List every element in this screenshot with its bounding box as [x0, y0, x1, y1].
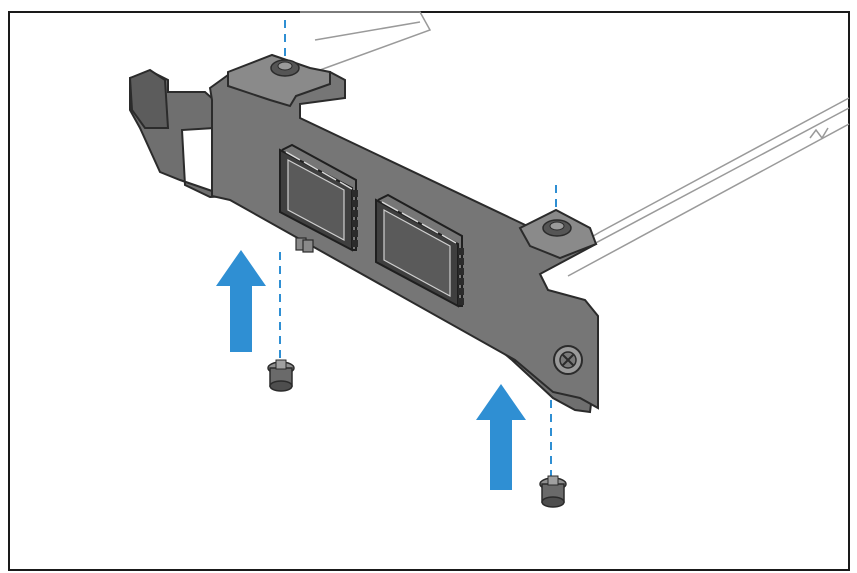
- ground-screw: [553, 345, 583, 375]
- circuit-board: [300, 11, 850, 277]
- sfp-port-2: [375, 193, 464, 308]
- screw-right: [539, 475, 567, 508]
- up-arrow-left: [216, 250, 266, 352]
- pcie-bracket: [128, 53, 599, 414]
- up-arrow-right: [476, 384, 526, 490]
- figure-border: [8, 11, 850, 571]
- screw-left: [267, 359, 295, 392]
- sfp-port-1: [279, 143, 358, 252]
- bracket-tab: [128, 68, 170, 129]
